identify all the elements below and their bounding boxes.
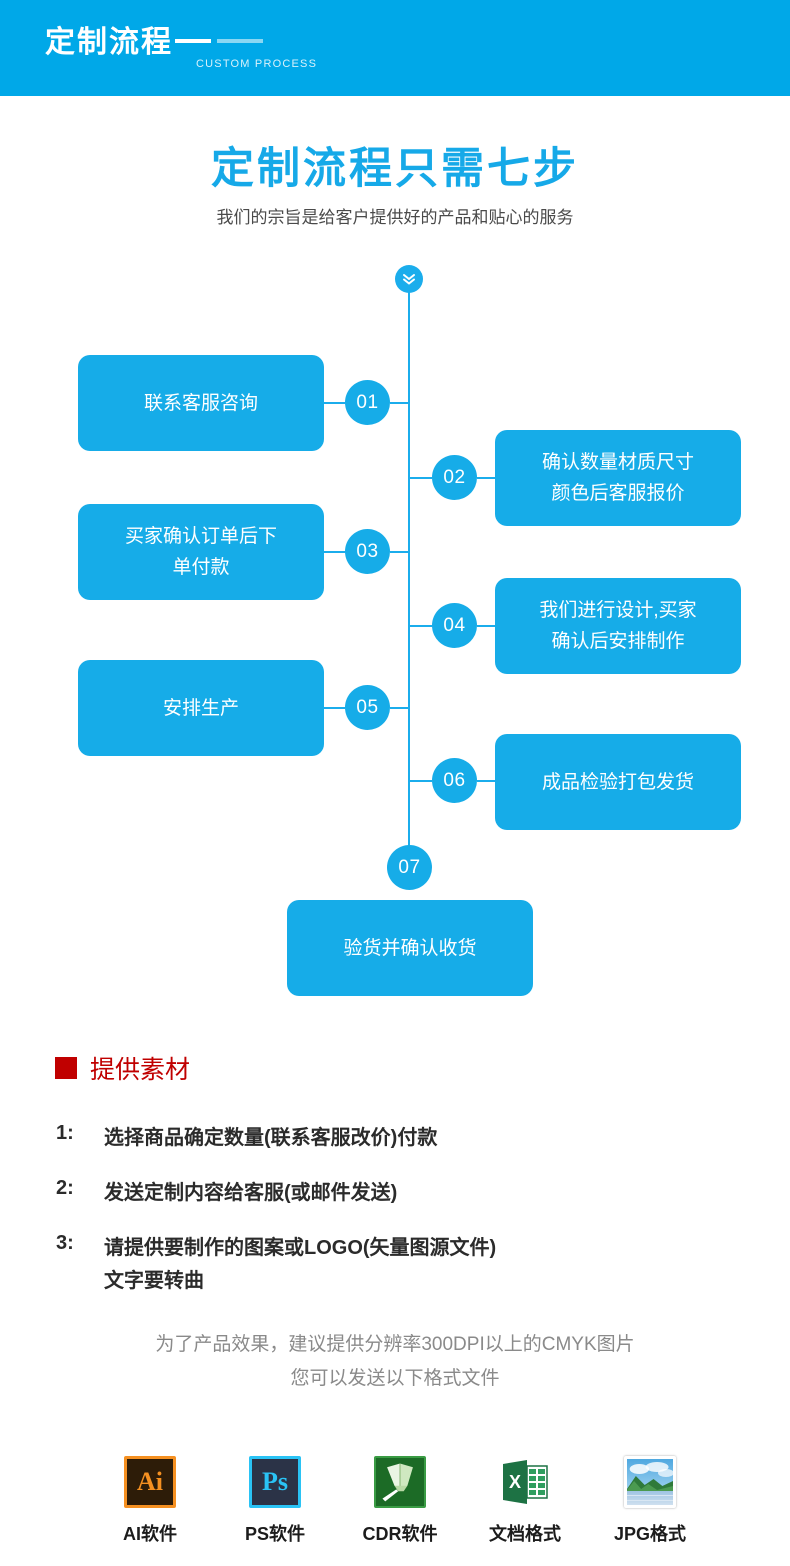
list-item: 1: 选择商品确定数量(联系客服改价)付款 (56, 1122, 756, 1155)
page-subtitle: 我们的宗旨是给客户提供好的产品和贴心的服务 (216, 208, 574, 227)
materials-heading-text: 提供素材 (90, 1056, 191, 1084)
connector-06-left (409, 780, 432, 782)
step-badge-02: 02 (432, 455, 477, 500)
header-band: 定制流程 CUSTOM PROCESS (0, 0, 790, 96)
flow-spine-line (408, 290, 410, 870)
step-badge-01: 01 (345, 380, 390, 425)
adobe-photoshop-icon: Ps (249, 1456, 301, 1508)
list-item-text: 选择商品确定数量(联系客服改价)付款 (104, 1127, 438, 1149)
connector-03-right (390, 551, 409, 553)
step-badge-04: 04 (432, 603, 477, 648)
format-label-cdr: CDR软件 (362, 1524, 438, 1544)
step-badge-03: 03 (345, 529, 390, 574)
format-label-doc: 文档格式 (489, 1524, 561, 1544)
format-label-ps: PS软件 (244, 1524, 305, 1544)
step-box-04: 我们进行设计,买家确认后安排制作 (495, 578, 741, 674)
connector-02-left (409, 477, 432, 479)
list-item: 3: 请提供要制作的图案或LOGO(矢量图源文件)文字要转曲 (56, 1232, 756, 1298)
step-box-03: 买家确认订单后下单付款 (78, 504, 324, 600)
format-label-jpg: JPG格式 (613, 1524, 687, 1544)
connector-04-right (477, 625, 495, 627)
step-badge-05: 05 (345, 685, 390, 730)
list-item-text: 请提供要制作的图案或LOGO(矢量图源文件)文字要转曲 (104, 1237, 497, 1292)
process-flow-diagram: 联系客服咨询 确认数量材质尺寸颜色后客服报价 买家确认订单后下单付款 我们进行设… (78, 265, 741, 996)
dash-white-icon (175, 39, 211, 43)
step-box-01: 联系客服咨询 (78, 355, 324, 451)
materials-heading: 提供素材 (55, 1050, 190, 1086)
adobe-illustrator-icon: Ai (124, 1456, 176, 1508)
square-bullet-icon (55, 1057, 77, 1079)
format-item-doc: X 文档格式 (470, 1456, 580, 1546)
header-dash-group (175, 39, 263, 43)
step-box-06: 成品检验打包发货 (495, 734, 741, 830)
step-badge-07: 07 (387, 845, 432, 890)
connector-04-left (409, 625, 432, 627)
step-box-07: 验货并确认收货 (287, 900, 533, 996)
step-box-05: 安排生产 (78, 660, 324, 756)
connector-02-right (477, 477, 495, 479)
format-item-cdr: CDR软件 (345, 1456, 455, 1546)
list-item-text: 发送定制内容给客服(或邮件发送) (104, 1182, 398, 1204)
header-subtitle: CUSTOM PROCESS (196, 58, 318, 70)
svg-text:X: X (509, 1472, 521, 1492)
list-item: 2: 发送定制内容给客服(或邮件发送) (56, 1177, 756, 1210)
connector-01-right (390, 402, 409, 404)
page-title: 定制流程只需七步 (211, 145, 579, 193)
connector-03-left (324, 551, 345, 553)
materials-list: 1: 选择商品确定数量(联系客服改价)付款 2: 发送定制内容给客服(或邮件发送… (56, 1122, 756, 1320)
materials-note-line2: 您可以发送以下格式文件 (290, 1368, 500, 1389)
connector-06-right (477, 780, 495, 782)
connector-05-right (390, 707, 409, 709)
list-item-number: 3: (56, 1232, 74, 1254)
format-item-ps: Ps PS软件 (220, 1456, 330, 1546)
format-item-jpg: JPG格式 (595, 1456, 705, 1546)
dash-light-icon (217, 39, 263, 43)
connector-05-left (324, 707, 345, 709)
jpg-photo-icon (624, 1456, 676, 1508)
format-item-ai: Ai AI软件 (95, 1456, 205, 1546)
format-label-ai: AI软件 (123, 1524, 177, 1544)
excel-document-icon: X (499, 1456, 551, 1508)
connector-01-left (324, 402, 345, 404)
header-title: 定制流程 (45, 26, 173, 59)
list-item-number: 2: (56, 1177, 74, 1199)
step-box-02: 确认数量材质尺寸颜色后客服报价 (495, 430, 741, 526)
header-brand: 定制流程 (45, 24, 263, 62)
format-icon-row: Ai AI软件 Ps PS软件 CDR软件 (95, 1456, 705, 1546)
step-badge-06: 06 (432, 758, 477, 803)
materials-note: 为了产品效果，建议提供分辨率300DPI以上的CMYK图片 您可以发送以下格式文… (0, 1328, 790, 1396)
double-chevron-down-icon (395, 265, 423, 293)
coreldraw-icon (374, 1456, 426, 1508)
materials-note-line1: 为了产品效果，建议提供分辨率300DPI以上的CMYK图片 (155, 1334, 635, 1355)
list-item-number: 1: (56, 1122, 74, 1144)
